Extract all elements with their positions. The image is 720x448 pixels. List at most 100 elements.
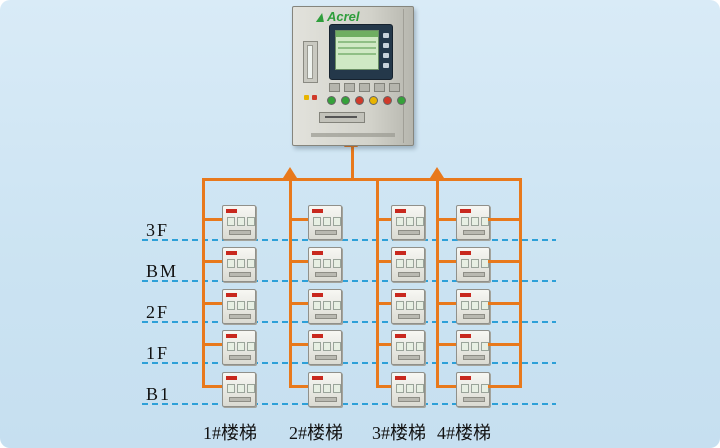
flow-arrow-up-icon [430, 167, 444, 178]
floor-divider-line [142, 280, 556, 282]
device-logo-mark [460, 293, 471, 297]
device-branch-line [488, 302, 519, 305]
device-slot [463, 230, 485, 235]
floor-divider-line [142, 403, 556, 405]
device-windows [461, 217, 489, 226]
device-windows [227, 342, 255, 351]
lighting-controller-device [308, 372, 342, 407]
device-slot [398, 230, 420, 235]
bus-riser [289, 178, 292, 388]
device-windows [313, 342, 341, 351]
device-branch-line [290, 385, 308, 388]
device-branch-line [290, 218, 308, 221]
device-branch-line [488, 260, 519, 263]
lighting-controller-device [222, 372, 256, 407]
device-branch-line [377, 385, 391, 388]
device-branch-line [437, 218, 456, 221]
lighting-controller-device [391, 205, 425, 240]
device-branch-line [488, 343, 519, 346]
stair-label: 1#楼梯 [203, 423, 257, 443]
lighting-controller-device [308, 205, 342, 240]
device-slot [315, 314, 337, 319]
cabinet-door-seam [403, 9, 404, 143]
acrel-logo: Acrel [315, 9, 360, 24]
device-branch-line [203, 218, 222, 221]
bus-riser [436, 178, 439, 388]
device-windows [313, 217, 341, 226]
device-windows [461, 342, 489, 351]
device-logo-mark [312, 376, 323, 380]
device-branch-line [377, 302, 391, 305]
device-slot [229, 397, 251, 402]
device-branch-line [377, 218, 391, 221]
device-windows [461, 384, 489, 393]
device-slot [398, 272, 420, 277]
device-logo-mark [312, 209, 323, 213]
lighting-controller-device [391, 372, 425, 407]
device-branch-line [203, 260, 222, 263]
device-windows [227, 217, 255, 226]
device-logo-mark [226, 251, 237, 255]
lighting-controller-device [308, 247, 342, 282]
device-branch-line [290, 302, 308, 305]
lighting-controller-device [391, 289, 425, 324]
device-slot [315, 397, 337, 402]
device-logo-mark [226, 293, 237, 297]
floor-label: 2F [146, 302, 170, 322]
lighting-controller-device [391, 330, 425, 365]
lighting-controller-device [456, 205, 490, 240]
device-logo-mark [460, 334, 471, 338]
device-logo-mark [395, 251, 406, 255]
lighting-controller-device [222, 330, 256, 365]
device-slot [229, 355, 251, 360]
device-slot [398, 314, 420, 319]
device-windows [396, 217, 424, 226]
lighting-controller-device [222, 247, 256, 282]
floor-divider-line [142, 362, 556, 364]
device-branch-line [203, 302, 222, 305]
device-windows [313, 301, 341, 310]
fire-monitor-cabinet: Acrel [292, 6, 414, 146]
device-logo-mark [312, 293, 323, 297]
side-indicator-leds [304, 95, 317, 100]
floor-label: BM [146, 261, 179, 281]
device-windows [227, 384, 255, 393]
device-branch-line [290, 260, 308, 263]
device-branch-line [437, 302, 456, 305]
device-branch-line [437, 385, 456, 388]
floor-label: B1 [146, 384, 172, 404]
device-branch-line [203, 385, 222, 388]
device-logo-mark [460, 376, 471, 380]
lighting-controller-device [456, 372, 490, 407]
device-windows [396, 301, 424, 310]
device-logo-mark [460, 251, 471, 255]
function-keys [383, 33, 389, 68]
cabinet-nameplate [311, 133, 395, 137]
device-windows [396, 384, 424, 393]
device-windows [313, 384, 341, 393]
device-logo-mark [226, 334, 237, 338]
lighting-controller-device [391, 247, 425, 282]
device-logo-mark [226, 376, 237, 380]
bus-line-horizontal [202, 178, 522, 181]
device-logo-mark [395, 376, 406, 380]
indicator-leds [327, 96, 406, 105]
device-logo-mark [395, 293, 406, 297]
stair-label: 2#楼梯 [289, 423, 343, 443]
display-bezel [329, 24, 393, 80]
control-keys [329, 83, 400, 92]
device-slot [315, 355, 337, 360]
device-logo-mark [395, 334, 406, 338]
device-slot [463, 314, 485, 319]
lighting-controller-device [456, 330, 490, 365]
device-windows [396, 259, 424, 268]
flow-arrow-up-icon [283, 167, 297, 178]
lighting-controller-device [222, 205, 256, 240]
device-slot [463, 272, 485, 277]
device-branch-line [290, 343, 308, 346]
floor-divider-line [142, 239, 556, 241]
acrel-leaf-icon [315, 13, 327, 22]
device-windows [313, 259, 341, 268]
stair-label: 4#楼梯 [437, 423, 491, 443]
